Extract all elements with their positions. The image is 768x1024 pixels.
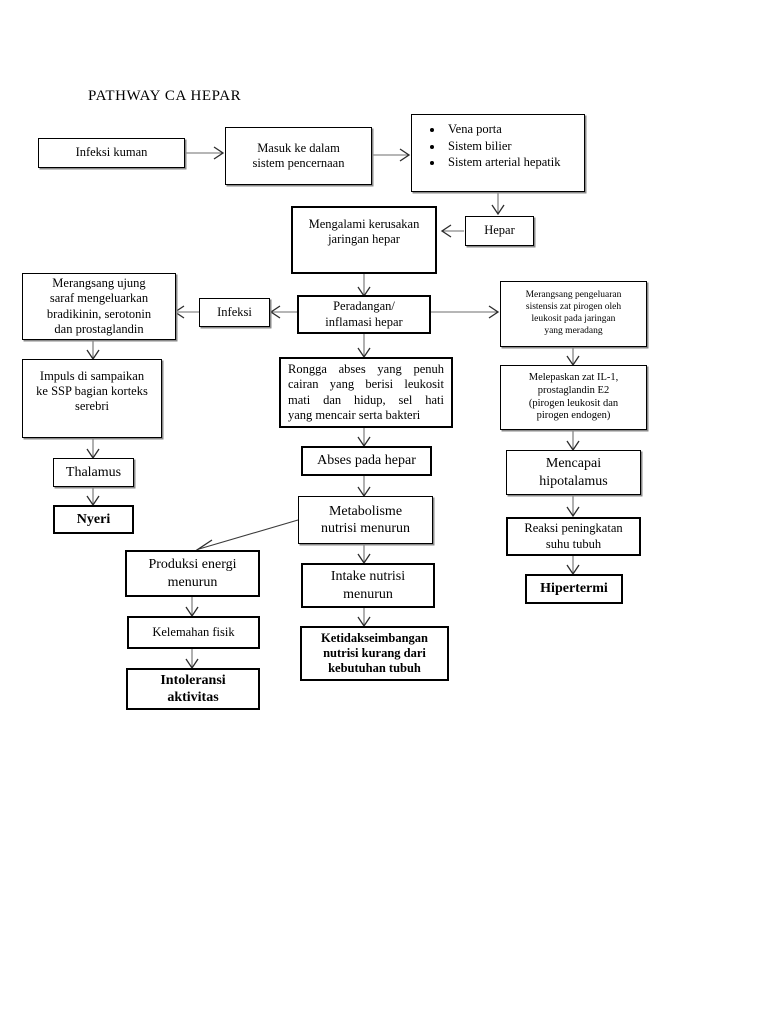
node-mencapai-hipotalamus[interactable]: Mencapai hipotalamus [506,450,641,495]
node-label-line1: Impuls di sampaikan [39,368,145,383]
node-label-line4: yang mencair serta bakteri [288,407,421,422]
bullet-item: Vena porta [444,121,576,138]
node-label: Infeksi kuman [75,145,148,160]
node-label-line2: cairan yang berisi leukosit [288,377,444,392]
node-kerusakan-jaringan-hepar[interactable]: Mengalami kerusakan jaringan hepar [291,206,437,274]
node-rongga-abses[interactable]: Rongga abses yang penuh cairan yang beri… [279,357,453,428]
node-ketidakseimbangan-nutrisi[interactable]: Ketidakseimbangan nutrisi kurang dari ke… [300,626,449,681]
page-title: PATHWAY CA HEPAR [88,88,242,104]
node-label-line2: ke SSP bagian korteks [36,383,148,398]
node-impuls-ssp-korteks-serebri[interactable]: Impuls di sampaikan ke SSP bagian kortek… [22,359,162,438]
node-intoleransi-aktivitas[interactable]: Intoleransi aktivitas [126,668,260,710]
node-label: Infeksi [217,304,252,319]
node-hipertermi[interactable]: Hipertermi [525,574,623,604]
node-hepar[interactable]: Hepar [465,216,534,246]
node-label: Hipertermi [540,581,608,597]
node-label-line3: serebri [74,399,109,414]
node-label: Nyeri [76,511,111,527]
node-peradangan-inflamasi-hepar[interactable]: Peradangan/ inflamasi hepar [297,295,431,334]
node-label-line2: jaringan hepar [328,232,400,246]
node-thalamus[interactable]: Thalamus [53,458,134,487]
node-label: Thalamus [65,464,122,480]
node-label-line1: Metabolisme [328,503,403,519]
node-label: Kelemahan fisik [152,624,235,639]
node-melepaskan-il1-prostaglandin-e2[interactable]: Melepaskan zat IL-1, prostaglandin E2 (p… [500,365,647,430]
node-infeksi-kuman[interactable]: Infeksi kuman [38,138,185,168]
node-label-line2: menurun [167,574,218,590]
bullet-item: Sistem arterial hepatik [444,154,576,171]
node-label-line2: inflamasi hepar [325,314,403,329]
node-label-line1: Intake nutrisi [330,569,406,585]
node-label-line1: Intoleransi [160,672,226,688]
node-intake-nutrisi-menurun[interactable]: Intake nutrisi menurun [301,563,435,608]
node-label-line1: Melepaskan zat IL-1, [528,372,619,384]
node-label-line4: dan prostaglandin [54,321,144,336]
node-label-line1: Produksi energi [148,557,237,573]
node-label-line2: sistensis zat pirogen oleh [525,302,622,313]
node-label-line2: saraf mengeluarkan [49,291,149,306]
node-produksi-energi-menurun[interactable]: Produksi energi menurun [125,550,260,597]
node-label: Hepar [484,223,515,238]
node-label-line1: Rongga abses yang penuh [288,362,444,376]
node-label-line3: bradikinin, serotonin [46,306,152,321]
node-label-line2: sistem pencernaan [252,156,345,170]
node-nyeri[interactable]: Nyeri [53,505,134,534]
node-label-line2: aktivitas [167,690,219,705]
node-label-line2: menurun [343,586,393,602]
node-label-line1: Merangsang pengeluaran [525,290,622,301]
node-label-line1: Merangsang ujung [52,276,146,290]
node-label-line2: nutrisi menurun [320,521,411,536]
node-merangsang-pengeluaran-pirogen[interactable]: Merangsang pengeluaran sistensis zat pir… [500,281,647,347]
bullet-list: Vena porta Sistem bilier Sistem arterial… [422,121,576,171]
node-label-line3: mati dan hidup, sel hati [288,392,444,407]
node-label-line1: Ketidakseimbangan [321,630,428,645]
node-abses-pada-hepar[interactable]: Abses pada hepar [301,446,432,476]
node-kelemahan-fisik[interactable]: Kelemahan fisik [127,616,260,649]
node-merangsang-ujung-saraf[interactable]: Merangsang ujung saraf mengeluarkan brad… [22,273,176,340]
node-label-line2: hipotalamus [539,473,608,489]
node-label-line1: Masuk ke dalam [257,140,340,155]
bullet-item: Sistem bilier [444,138,576,155]
node-infeksi[interactable]: Infeksi [199,298,270,327]
node-label-line1: Reaksi peningkatan [524,521,623,536]
node-label-line2: suhu tubuh [545,536,602,551]
node-label-line3: kebutuhan tubuh [328,661,421,676]
node-label-line1: Peradangan/ [333,299,395,314]
node-vaskularisasi-hepar[interactable]: Vena porta Sistem bilier Sistem arterial… [411,114,585,192]
node-label-line2: prostaglandin E2 [537,384,610,396]
node-label-line4: yang meradang [544,325,603,336]
node-masuk-sistem-pencernaan[interactable]: Masuk ke dalam sistem pencernaan [225,127,372,185]
node-label-line3: (pirogen leukosit dan [528,397,619,409]
node-label-line2: nutrisi kurang dari [323,645,426,660]
node-label-line1: Mencapai [545,456,602,472]
node-label: Abses pada hepar [317,453,416,469]
node-metabolisme-nutrisi-menurun[interactable]: Metabolisme nutrisi menurun [298,496,433,544]
node-label-line1: Mengalami kerusakan [308,216,420,231]
node-reaksi-peningkatan-suhu-tubuh[interactable]: Reaksi peningkatan suhu tubuh [506,517,641,556]
node-label-line3: leukosit pada jaringan [531,314,616,324]
node-label-line4: pirogen endogen) [536,410,611,422]
